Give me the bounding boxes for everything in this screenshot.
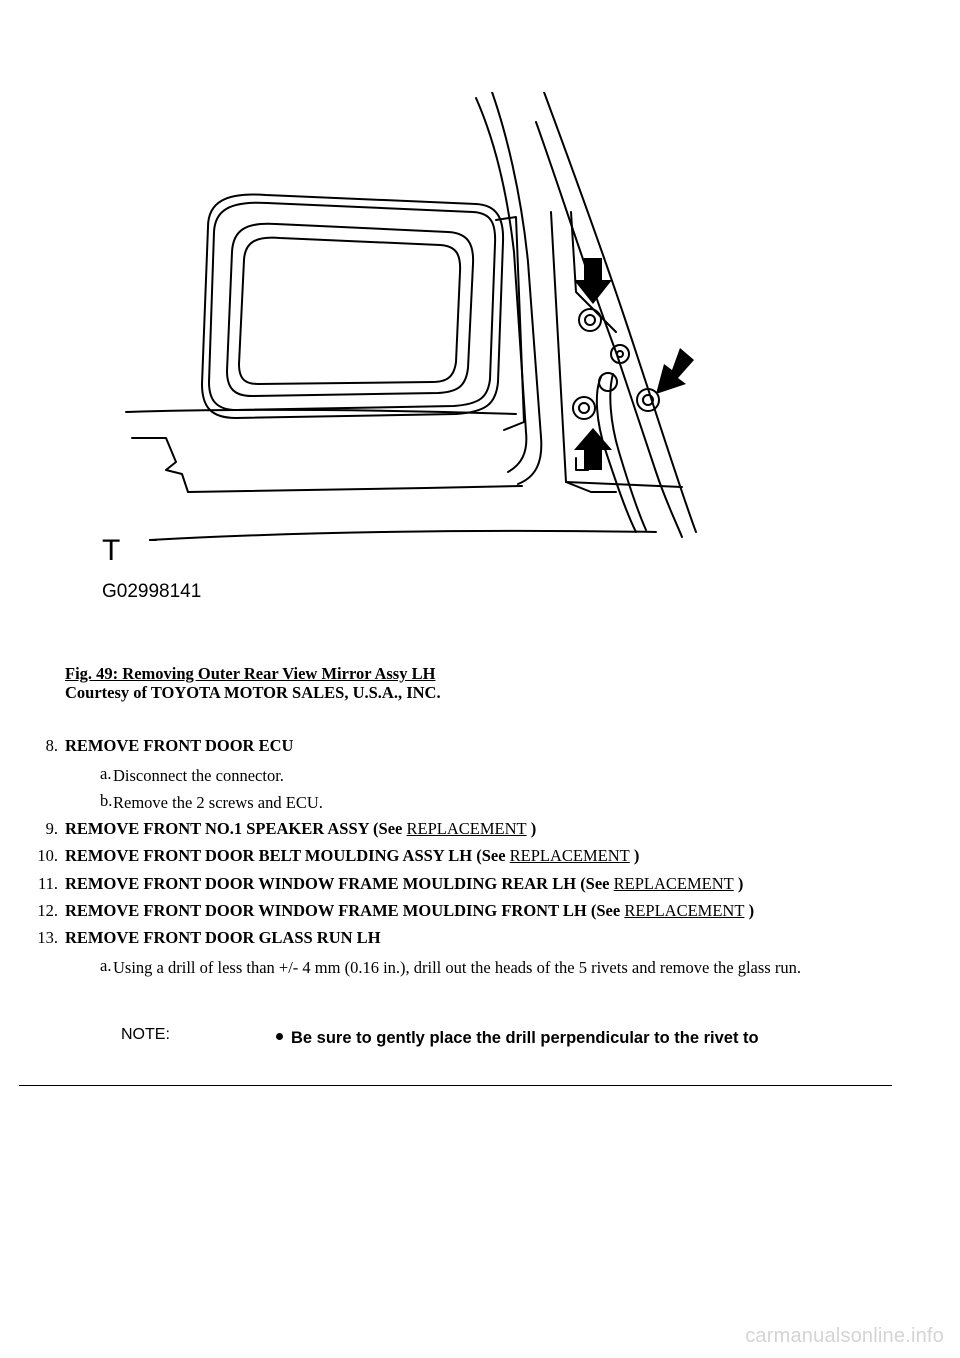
step-title: REMOVE FRONT NO.1 SPEAKER ASSY (See REPL… [65,819,537,838]
arrow-up-icon [574,428,612,470]
figure-code: G02998141 [102,581,201,602]
step-number: 12. [37,901,58,920]
view-letter: T [102,534,120,567]
screw-center [610,344,630,364]
step-number: 10. [37,846,58,865]
page-divider [19,1085,892,1086]
step-number: 13. [37,928,58,947]
note-text: Be sure to gently place the drill perpen… [291,1029,759,1047]
arrow-diagonal-icon [656,348,694,394]
substep-letter: b. [100,791,113,810]
bolt-lower-right [636,388,660,412]
step-title: REMOVE FRONT DOOR WINDOW FRAME MOULDING … [65,874,744,893]
arrow-down-icon [574,258,612,304]
note-label: NOTE: [121,1026,170,1043]
step-number: 9. [45,819,58,838]
note-item: Be sure to gently place the drill perpen… [276,1029,759,1048]
substep-text: Using a drill of less than +/- 4 mm (0.1… [113,958,801,977]
substep-text: Disconnect the connector. [113,766,284,785]
substep-text: Remove the 2 screws and ECU. [113,793,323,812]
step-title: REMOVE FRONT DOOR GLASS RUN LH [65,928,381,947]
bullet-icon [276,1033,283,1041]
mirror-glass-outline [226,222,475,397]
figure-credit: Courtesy of TOYOTA MOTOR SALES, U.S.A., … [65,683,441,702]
mirror-housing-outline [201,193,505,419]
step-title: REMOVE FRONT DOOR WINDOW FRAME MOULDING … [65,901,755,920]
step-title: REMOVE FRONT DOOR ECU [65,736,294,755]
figure-title-link[interactable]: Fig. 49: Removing Outer Rear View Mirror… [65,664,436,683]
figure-caption: Fig. 49: Removing Outer Rear View Mirror… [65,664,441,702]
step-number: 8. [45,736,58,755]
replacement-link[interactable]: REPLACEMENT [509,846,630,865]
bolt-upper [578,308,602,332]
replacement-link[interactable]: REPLACEMENT [624,901,745,920]
mirror-removal-illustration: T G02998141 [102,92,697,602]
replacement-link[interactable]: REPLACEMENT [613,874,734,893]
step-number: 11. [37,874,58,893]
substep-letter: a. [100,956,112,975]
substep-letter: a. [100,764,112,783]
step-title: REMOVE FRONT DOOR BELT MOULDING ASSY LH … [65,846,640,865]
watermark: carmanualsonline.info [745,1325,944,1347]
replacement-link[interactable]: REPLACEMENT [406,819,527,838]
bolt-lower-left [572,396,596,420]
